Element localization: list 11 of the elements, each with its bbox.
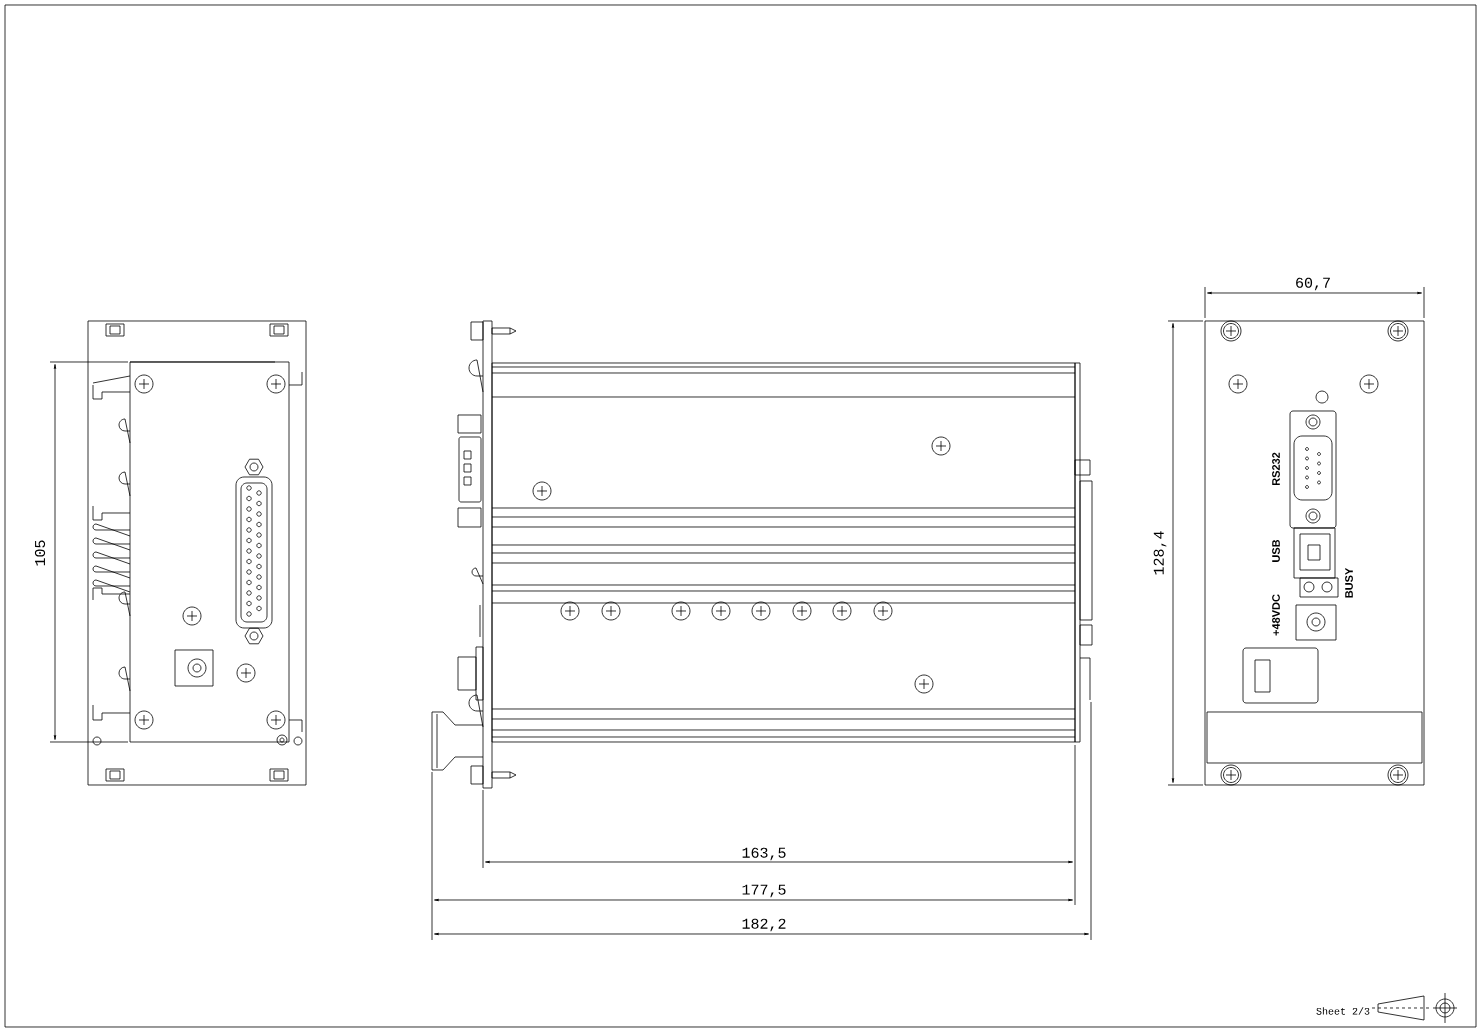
dimension-label: 128,4	[1153, 531, 1167, 575]
port-label: +48VDC	[1272, 594, 1280, 636]
dimension-label: 60,7	[1296, 277, 1330, 291]
dimension-label: 182,2	[742, 918, 786, 932]
port-label: BUSY	[1345, 567, 1353, 598]
dimension-label: 177,5	[742, 884, 786, 898]
port-label: RS232	[1272, 452, 1280, 486]
dimension-label: 105	[34, 540, 46, 566]
dimension-label: 163,5	[742, 847, 786, 861]
sheet-number: Sheet 2/3	[1316, 1007, 1370, 1015]
port-label: USB	[1272, 539, 1280, 562]
